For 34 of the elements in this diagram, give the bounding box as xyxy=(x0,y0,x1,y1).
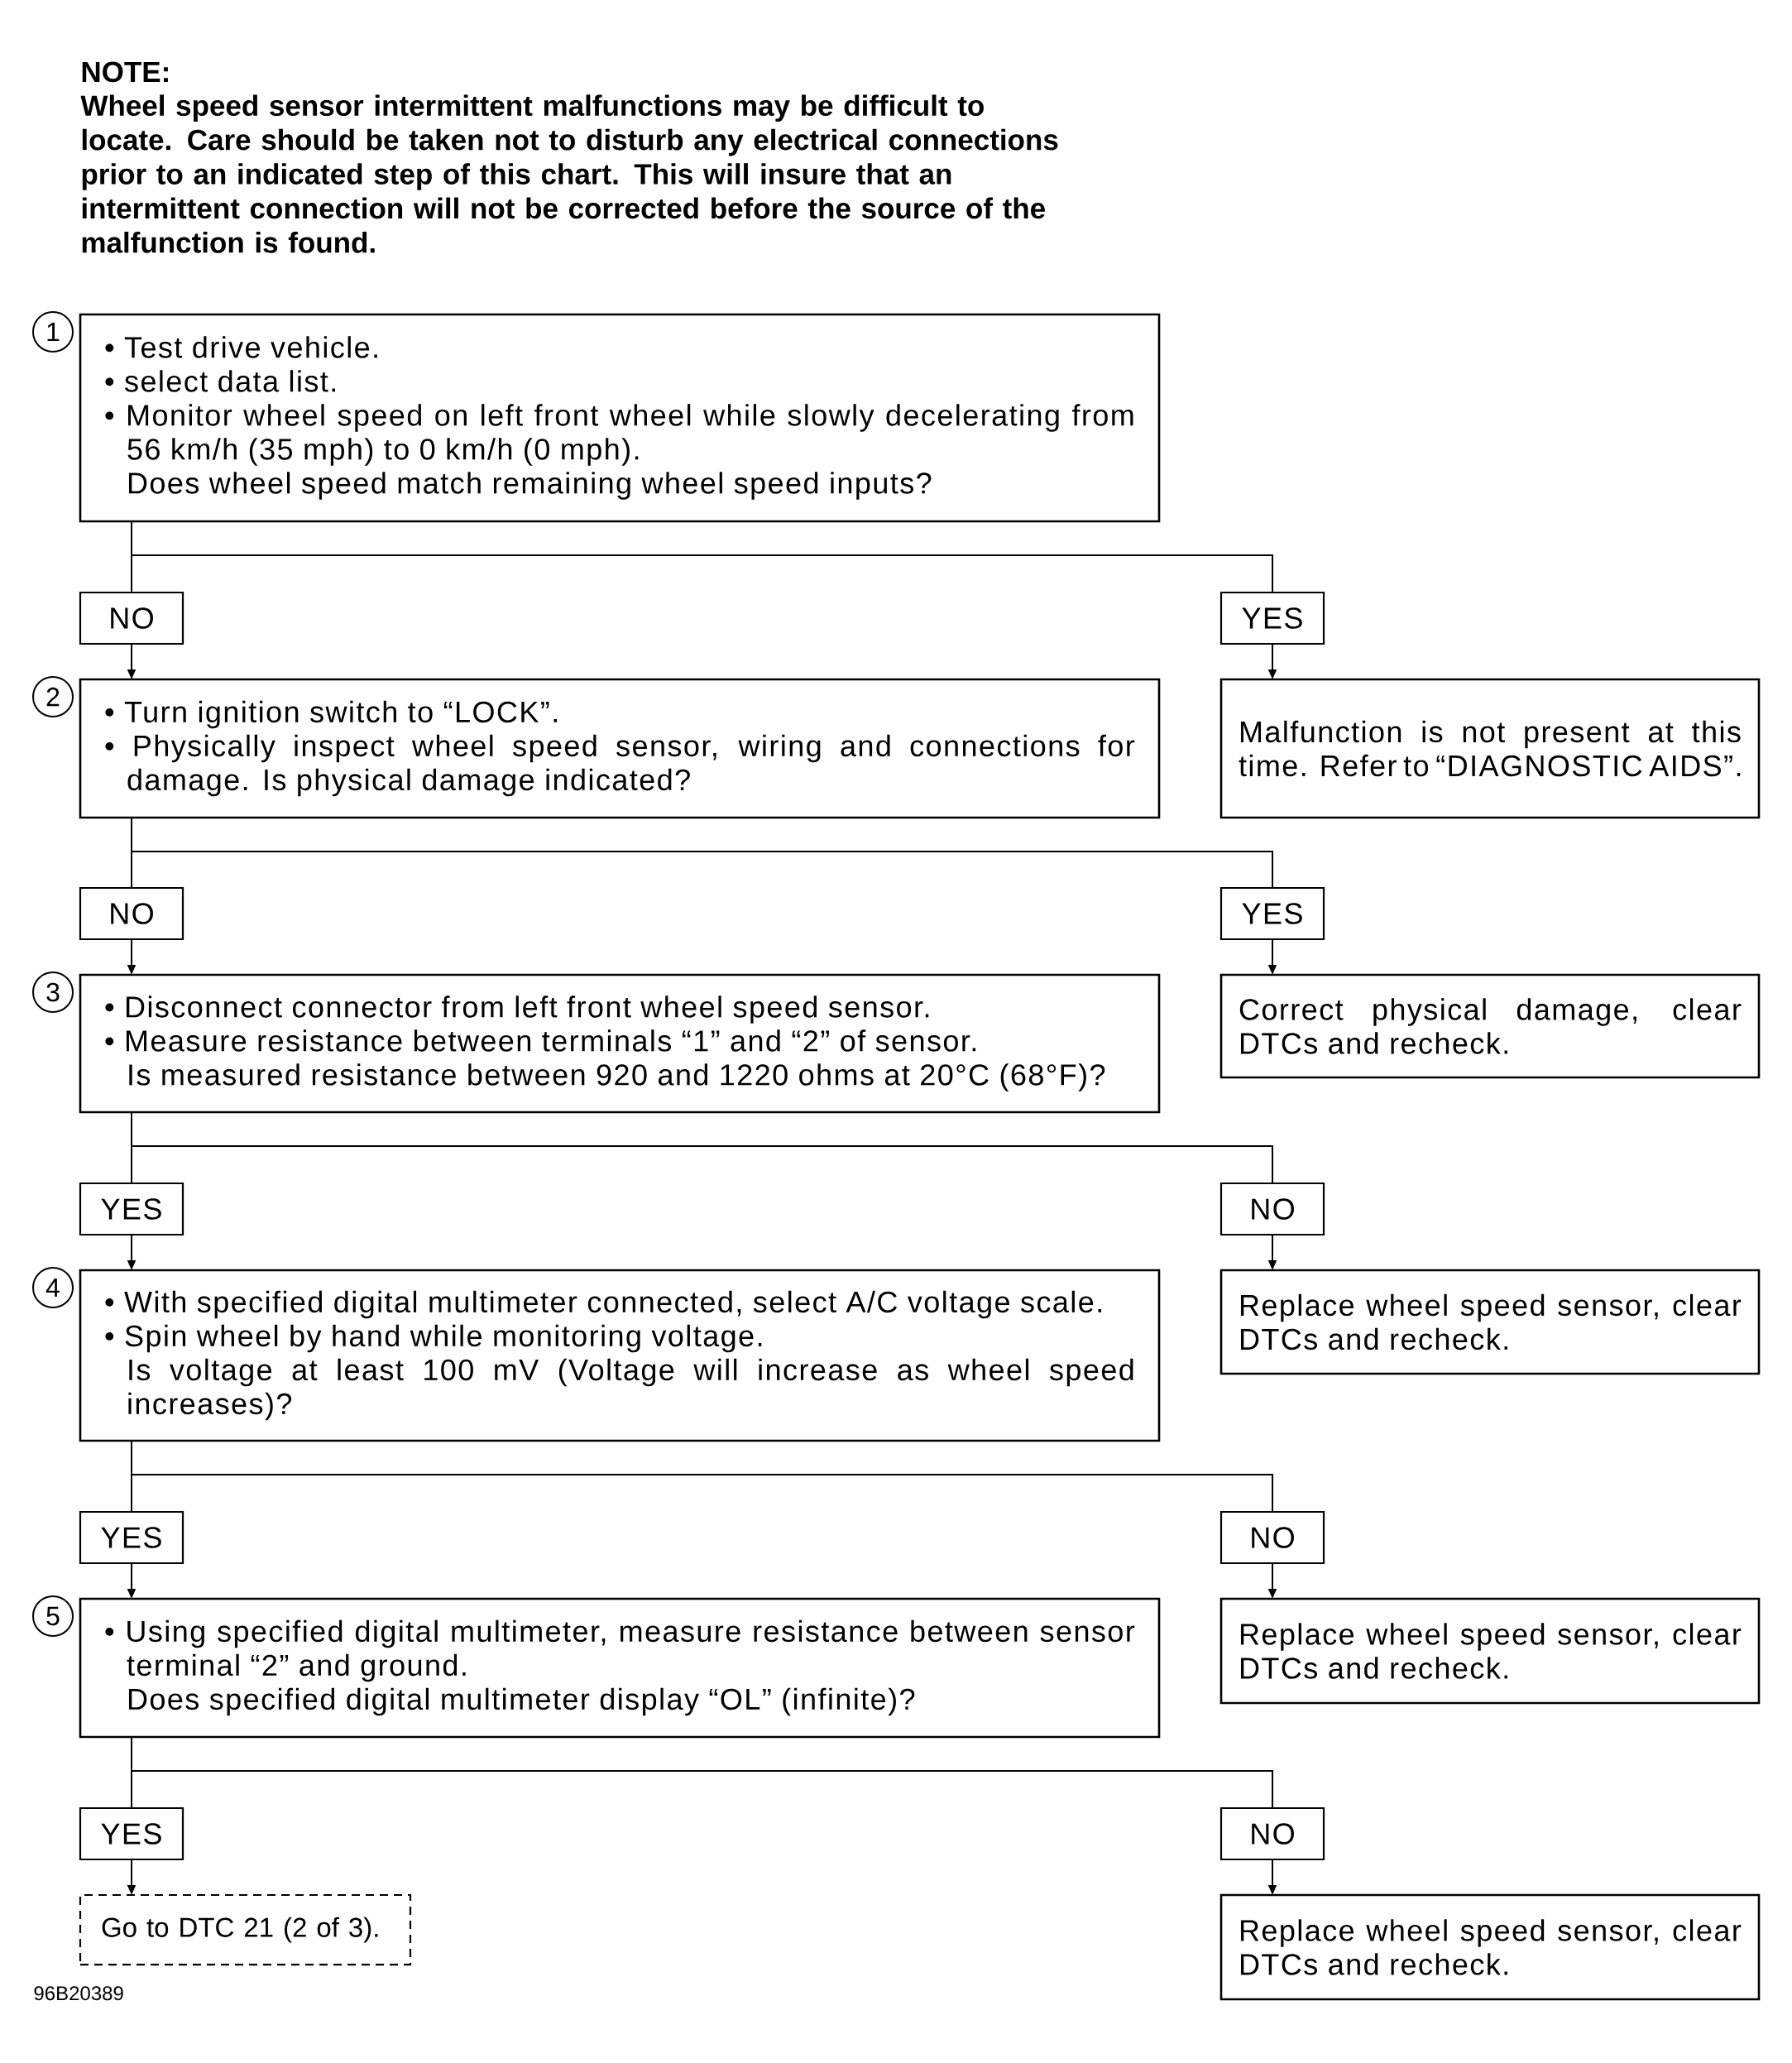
process-box: • Disconnect connector from left front wheel speed sensor. • Measure resistance between terminals “1” and “2” of sensor. Is measured resistance between 920 and 1220 ohms at 20°C (68°F)? xyxy=(79,973,1161,1114)
process-box: • Test drive vehicle. • select data list. • Monitor wheel speed on left front wheel while slowly decelerating from 56 km/h (35 mph) to 0 km/h (0 mph). Does wheel speed match remaining wheel speed inputs? xyxy=(79,313,1161,523)
branch-label-box: NO xyxy=(79,886,184,941)
branch-label-box: NO xyxy=(1219,1510,1325,1565)
branch-label-box: YES xyxy=(79,1806,184,1861)
connector-line xyxy=(132,1770,1273,1809)
process-box: • Using specified digital multimeter, measure resistance between sensor terminal “2” and ground. Does specified digital multimeter display “OL” (infinite)? xyxy=(79,1597,1161,1739)
process-box: • Turn ignition switch to “LOCK”. • Physically inspect wheel speed sensor, wiring and connections for damage. Is physical damage indicated? xyxy=(79,678,1161,819)
branch-label-box: YES xyxy=(79,1510,184,1565)
result-box: Replace wheel speed sensor, clear DTCs and recheck. xyxy=(1219,1269,1761,1375)
connector-line xyxy=(132,1145,1273,1184)
dashed-box: Go to DTC 21 (2 of 3). xyxy=(79,1893,412,1966)
figure-code: 96B20389 xyxy=(34,1986,123,2001)
connector-line xyxy=(131,1736,132,1809)
result-box: Correct physical damage, clear DTCs and recheck. xyxy=(1219,973,1761,1079)
note-text: Wheel speed sensor intermittent malfunctions may be difficult to locate. Care should be taken not to disturb any electrical connections prior to an indicated step of this chart. This will insure that an intermittent connection will not be corrected before the source of the malfunction is found. xyxy=(80,94,1058,253)
connector-line xyxy=(131,521,132,593)
connector-line xyxy=(131,1440,132,1513)
branch-label-box: NO xyxy=(1219,1806,1325,1861)
connector-line xyxy=(131,817,132,889)
result-box: Malfunction is not present at this time. Refer to “DIAGNOSTIC AIDS”. xyxy=(1219,678,1761,819)
branch-label-box: YES xyxy=(1219,591,1325,645)
branch-label-box: YES xyxy=(1219,886,1325,941)
branch-label-box: NO xyxy=(79,591,184,645)
process-box: • With specified digital multimeter connected, select A/C voltage scale. • Spin wheel by hand while monitoring voltage. Is voltage at least 100 mV (Voltage will increase as wheel speed increases)? xyxy=(79,1269,1161,1442)
branch-label-box: YES xyxy=(79,1182,184,1236)
note-heading: NOTE: xyxy=(82,61,168,83)
connector-line xyxy=(132,1474,1273,1513)
branch-label-box: NO xyxy=(1219,1182,1325,1236)
result-box: Replace wheel speed sensor, clear DTCs and recheck. xyxy=(1219,1893,1761,2001)
connector-line xyxy=(131,1111,132,1184)
result-box: Replace wheel speed sensor, clear DTCs and recheck. xyxy=(1219,1597,1761,1705)
connector-line xyxy=(132,554,1273,593)
connector-line xyxy=(132,851,1273,889)
